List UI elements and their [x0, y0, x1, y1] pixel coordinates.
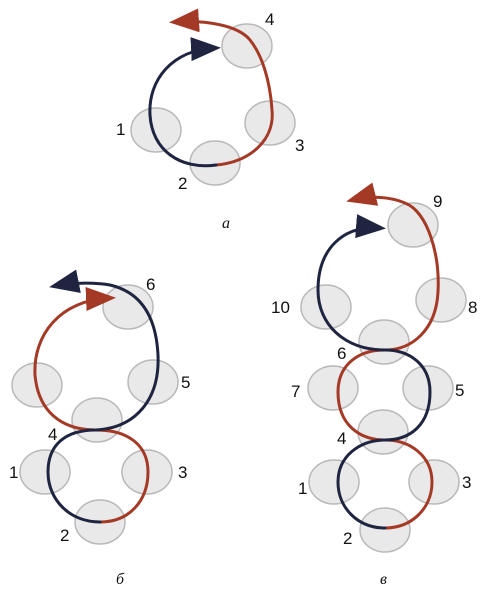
bead-label-1: 1 — [9, 463, 18, 482]
bead-1 — [20, 450, 70, 494]
bead-3 — [245, 101, 295, 145]
bead-label-1: 1 — [116, 120, 125, 139]
panel-v: 9 10 8 6 7 5 4 1 3 2 в — [271, 192, 477, 588]
bead-label-5: 5 — [455, 381, 464, 400]
bead-4 — [358, 410, 408, 454]
panel-caption: б — [116, 571, 125, 588]
bead-label-3: 3 — [295, 136, 304, 155]
bead-label-6: 6 — [146, 275, 155, 294]
bead-label-1: 1 — [298, 479, 307, 498]
bead-5 — [128, 360, 178, 404]
bead-label-4: 4 — [48, 425, 57, 444]
bead-label-2: 2 — [178, 174, 187, 193]
panel-b: 6 5 4 1 3 2 б — [9, 275, 190, 588]
bead-2 — [360, 508, 410, 552]
bead-6 — [359, 320, 409, 364]
bead-7 — [308, 366, 358, 410]
bead-label-7: 7 — [291, 382, 300, 401]
panel-caption: в — [380, 571, 387, 588]
bead-label-6: 6 — [337, 344, 346, 363]
bead-label-5: 5 — [181, 373, 190, 392]
bead-1 — [309, 460, 359, 504]
bead-3 — [409, 460, 459, 504]
bead-label-8: 8 — [468, 298, 477, 317]
bead-label-4: 4 — [265, 10, 274, 29]
bead-label-2: 2 — [60, 526, 69, 545]
panel-caption: a — [222, 215, 230, 232]
bead-label-9: 9 — [433, 192, 442, 211]
bead-8 — [416, 278, 466, 322]
bead-4 — [222, 24, 272, 68]
bead-label-4: 4 — [337, 429, 346, 448]
bead-label-3: 3 — [462, 473, 471, 492]
bead-1 — [131, 108, 181, 152]
panel-a: 4 1 3 2 a — [116, 10, 304, 232]
bead-label-3: 3 — [178, 463, 187, 482]
bead-4 — [72, 398, 122, 442]
bead-label-10: 10 — [271, 298, 290, 317]
bead-label-2: 2 — [343, 529, 352, 548]
